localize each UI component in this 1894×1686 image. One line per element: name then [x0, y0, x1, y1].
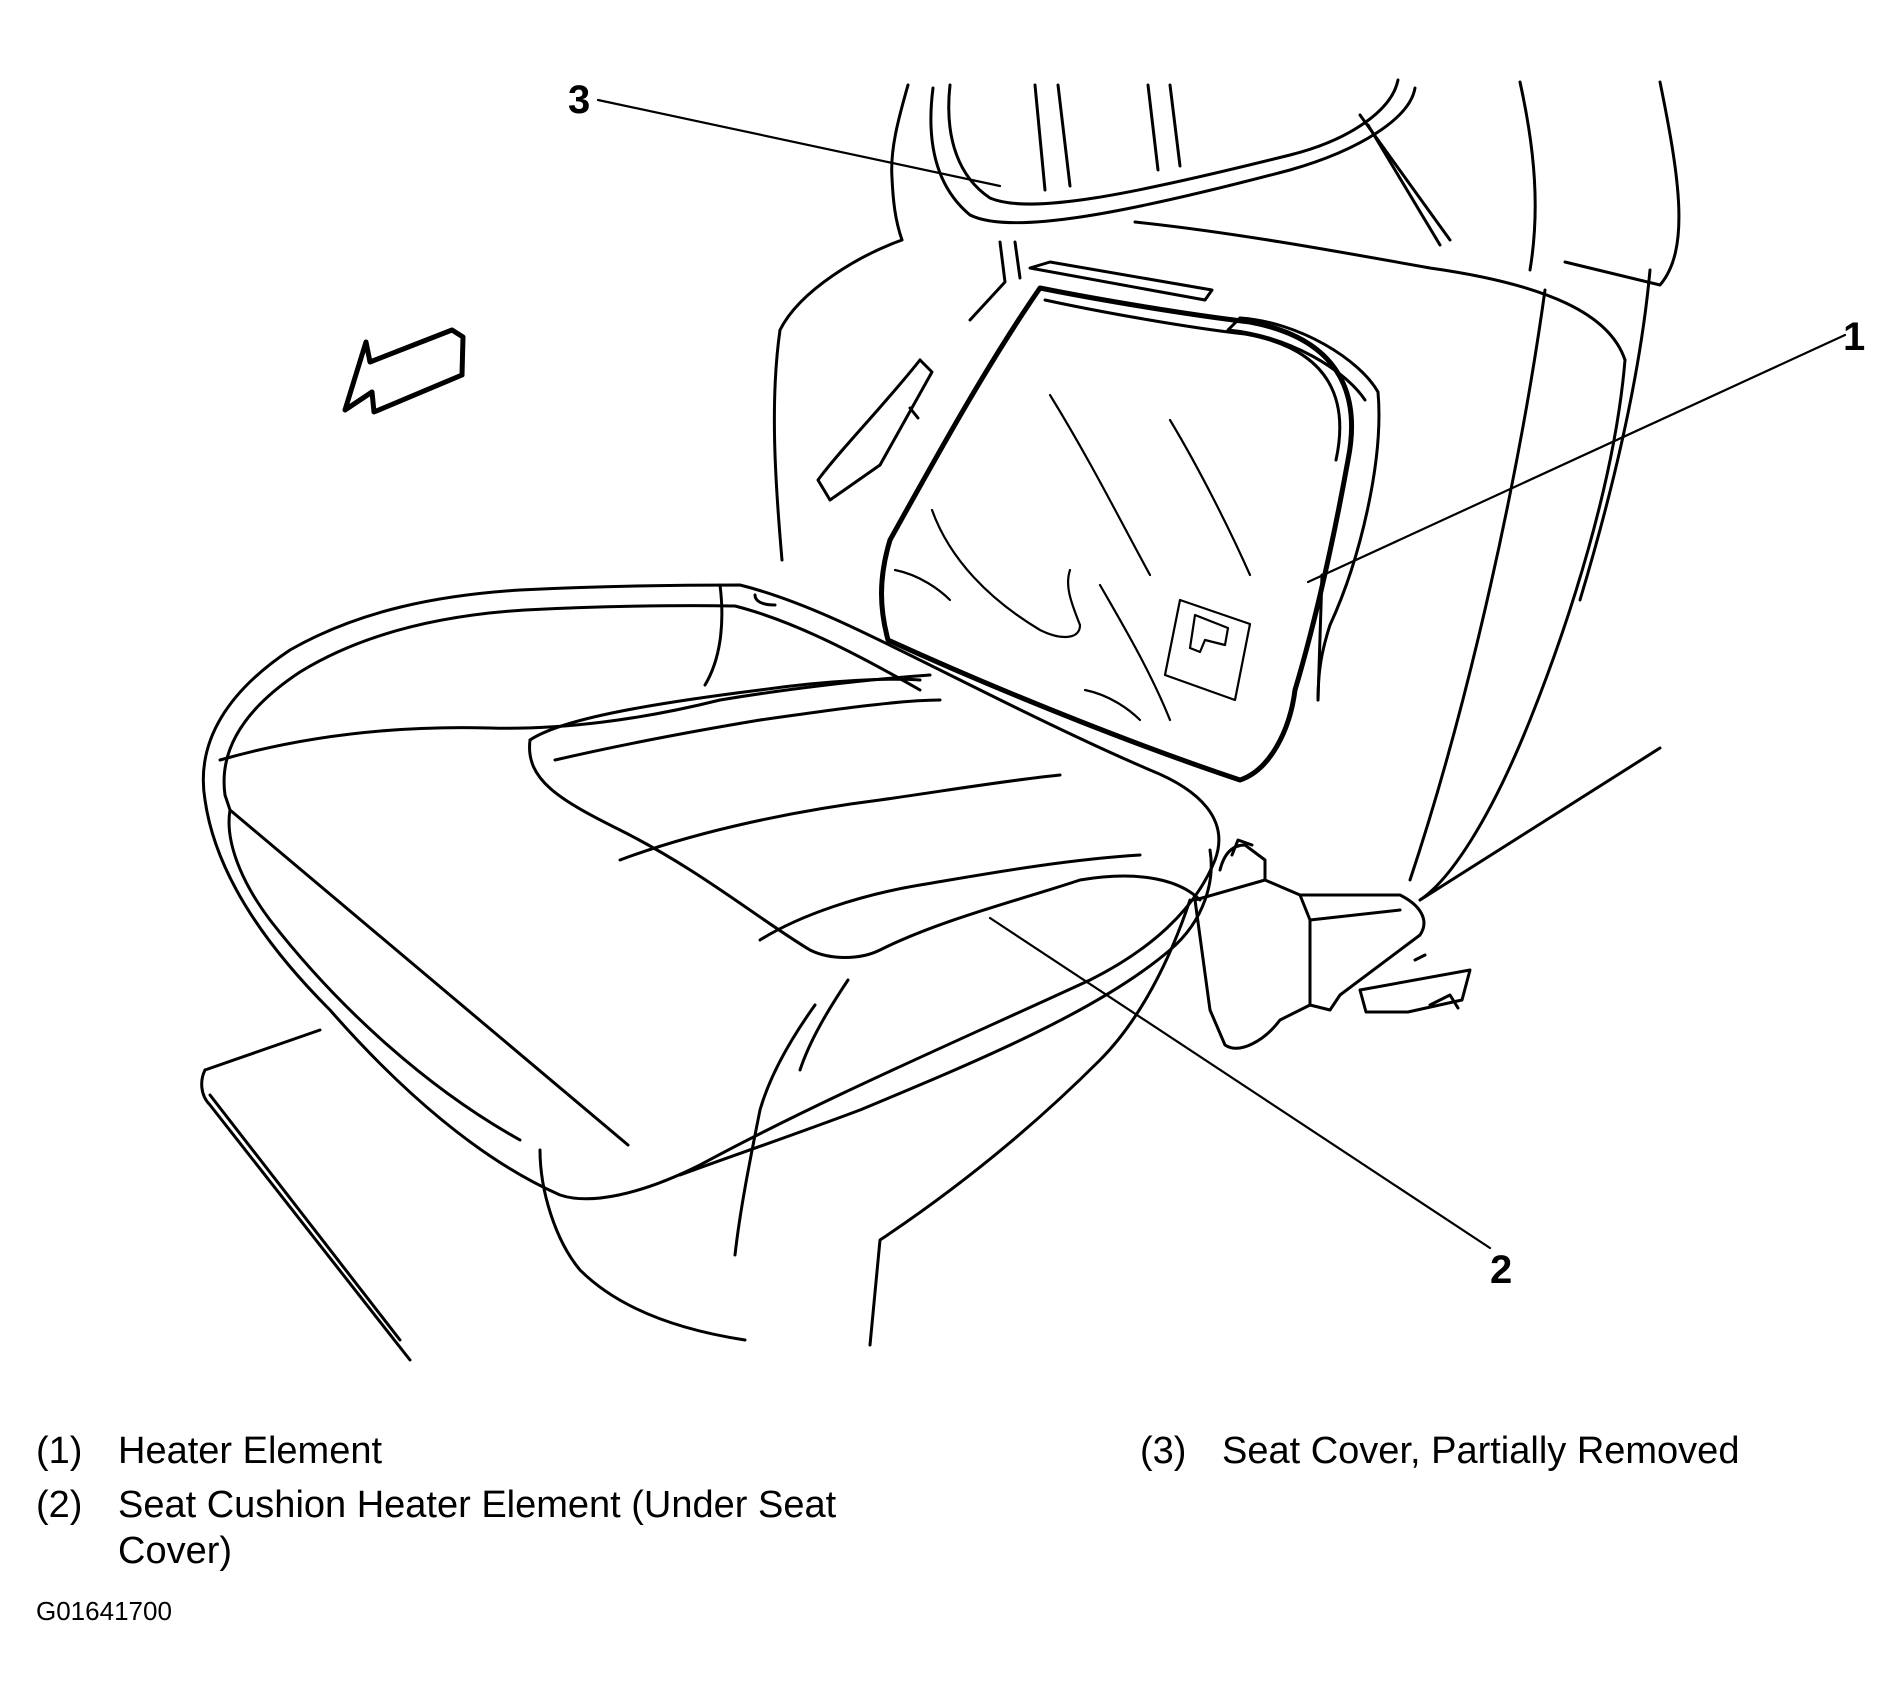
callout-3: 3	[568, 78, 590, 122]
figure-id: G01641700	[36, 1596, 172, 1626]
seat-cushion-drawing	[201, 583, 1221, 1347]
callout-2: 2	[1490, 1248, 1512, 1292]
legend-item-1: (1) Heater Element	[36, 1428, 936, 1474]
leader-lines	[596, 98, 1847, 1250]
legend-left-column: (1) Heater Element (2) Seat Cushion Heat…	[36, 1428, 936, 1582]
legend-right-column: (3) Seat Cover, Partially Removed	[1140, 1428, 1860, 1482]
heater-element-drawing	[879, 285, 1355, 783]
legend-item-label: Heater Element	[118, 1430, 383, 1472]
legend-item-number: (3)	[1140, 1430, 1187, 1472]
seat-back-drawing	[772, 220, 1652, 902]
front-direction-arrow-icon	[342, 327, 466, 415]
seat-base-drawing	[200, 746, 1662, 1362]
legend-item-label: Seat Cover, Partially Removed	[1222, 1430, 1740, 1472]
callout-1: 1	[1843, 315, 1865, 359]
seat-heater-diagram: 1 2 3	[200, 78, 1865, 1362]
legend-item-2: (2) Seat Cushion Heater Element (Under S…	[36, 1482, 936, 1574]
legend-item-number: (1)	[36, 1430, 83, 1472]
seat-cover-removed-drawing	[890, 78, 1681, 287]
legend-item-3: (3) Seat Cover, Partially Removed	[1140, 1428, 1860, 1474]
legend-item-label: Seat Cushion Heater Element (Under Seat …	[118, 1484, 837, 1572]
legend-item-number: (2)	[36, 1484, 83, 1526]
